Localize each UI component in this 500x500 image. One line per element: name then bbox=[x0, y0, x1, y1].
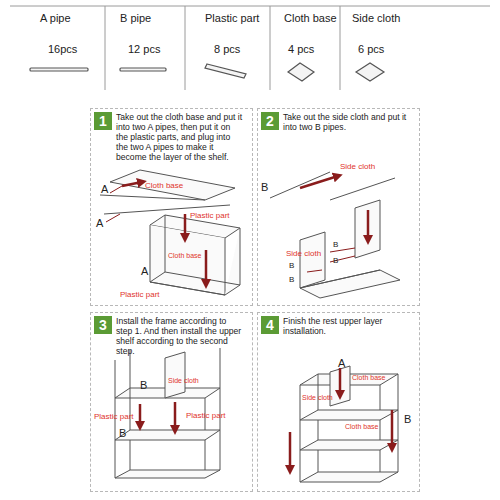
part-letter: B bbox=[333, 241, 338, 249]
part-count: 6 pcs bbox=[358, 44, 384, 55]
step-instruction: Finish the rest upper layer installation… bbox=[283, 316, 411, 336]
part-label: Side cloth bbox=[340, 163, 375, 171]
part-label: Cloth base bbox=[352, 374, 385, 381]
part-name: Cloth base bbox=[284, 13, 337, 24]
part-label: Cloth base bbox=[168, 252, 201, 259]
step-panel: 4Finish the rest upper layer installatio… bbox=[257, 312, 420, 492]
part-label: Side cloth bbox=[168, 377, 199, 384]
step-panel: 2Take out the side cloth and put it into… bbox=[257, 108, 420, 306]
part-label: Plastic part bbox=[94, 413, 134, 421]
part-name: A pipe bbox=[40, 13, 71, 24]
part-name: Side cloth bbox=[352, 13, 400, 24]
part-label: Plastic part bbox=[190, 212, 230, 220]
part-letter: B bbox=[119, 428, 126, 439]
part-count: 16pcs bbox=[48, 44, 77, 55]
part-label: Cloth base bbox=[345, 423, 378, 430]
part-label: Plastic part bbox=[186, 412, 226, 420]
part-label: Side cloth bbox=[302, 394, 333, 401]
part-name: B pipe bbox=[120, 13, 151, 24]
part-label: Plastic part bbox=[120, 291, 160, 299]
part-letter: A bbox=[338, 358, 345, 369]
part-letter: B bbox=[289, 262, 294, 270]
part-letter: B bbox=[140, 380, 147, 391]
step-panel: 1Take out the cloth base and put it into… bbox=[90, 108, 253, 306]
step-instruction: Install the frame according to step 1. A… bbox=[116, 316, 244, 356]
part-letter: B bbox=[404, 414, 411, 425]
part-label: Side cloth bbox=[286, 250, 321, 258]
step-instruction: Take out the cloth base and put it into … bbox=[116, 112, 244, 162]
step-instruction: Take out the side cloth and put it into … bbox=[283, 112, 411, 132]
part-letter: A bbox=[96, 218, 103, 229]
step-number: 3 bbox=[94, 316, 112, 334]
step-number: 2 bbox=[261, 112, 279, 130]
part-letter: A bbox=[101, 184, 108, 195]
part-count: 8 pcs bbox=[214, 44, 240, 55]
step-number: 4 bbox=[261, 316, 279, 334]
step-number: 1 bbox=[94, 112, 112, 130]
part-letter: A bbox=[141, 266, 148, 277]
step-panel: 3Install the frame according to step 1. … bbox=[90, 312, 253, 492]
part-name: Plastic part bbox=[205, 13, 259, 24]
part-label: Cloth base bbox=[145, 182, 183, 190]
part-letter: B bbox=[261, 182, 268, 193]
part-letter: B bbox=[333, 257, 338, 265]
part-letter: B bbox=[289, 276, 294, 284]
part-count: 4 pcs bbox=[288, 44, 314, 55]
part-count: 12 pcs bbox=[128, 44, 160, 55]
